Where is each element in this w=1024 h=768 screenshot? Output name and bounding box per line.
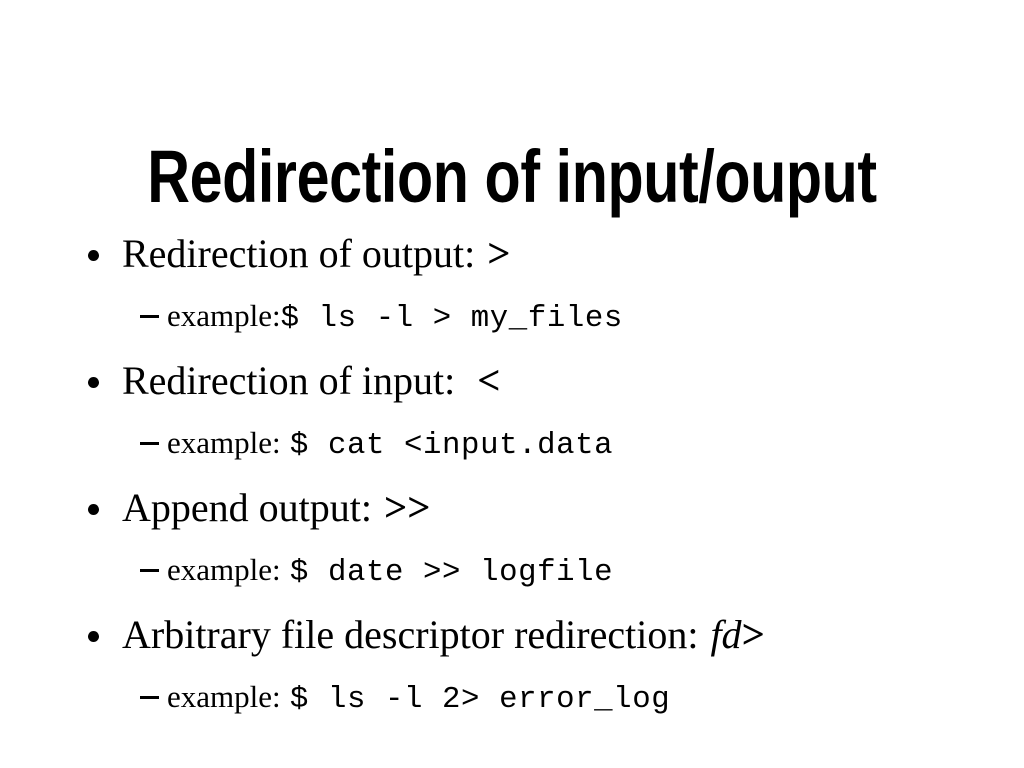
sub-bullet-example-3: example:$ date >> logfile — [0, 539, 1024, 603]
bullet-list: Redirection of output:> example:$ ls -l … — [0, 222, 1024, 730]
sub-bullet-example-2: example:$ cat <input.data — [0, 412, 1024, 476]
bullet-dash-icon — [140, 539, 159, 600]
example-command: $ cat <input.data — [289, 428, 614, 463]
bullet-label: Redirection of input: — [122, 358, 466, 403]
example-label: example: — [167, 298, 281, 333]
sub-bullet-example-4: example:$ ls -l 2> error_log — [0, 666, 1024, 730]
bullet-dash-icon — [140, 285, 159, 346]
bullet-dot-icon — [88, 349, 99, 412]
example-command: $ ls -l 2> error_log — [289, 682, 671, 717]
example-command: $ date >> logfile — [289, 555, 614, 590]
operator-symbol: >> — [383, 485, 431, 530]
operator-symbol: > — [741, 612, 765, 657]
bullet-label: Redirection of output: — [122, 231, 476, 276]
bullet-label: Append output: — [122, 485, 372, 530]
bullet-dash-icon — [140, 666, 159, 727]
bullet-dot-icon — [88, 603, 99, 666]
sub-bullet-example-1: example:$ ls -l > my_files — [0, 285, 1024, 349]
bullet-item-redirection-of-output: Redirection of output:> — [0, 222, 1024, 285]
example-label: example: — [167, 679, 281, 714]
page-title: Redirection of input/ouput — [147, 134, 877, 218]
bullet-dot-icon — [88, 476, 99, 539]
bullet-label: Arbitrary file descriptor redirection: — [122, 612, 699, 657]
fd-italic-label: fd — [710, 612, 742, 657]
bullet-item-redirection-of-input: Redirection of input: < — [0, 349, 1024, 412]
operator-symbol: > — [487, 231, 511, 276]
example-label: example: — [167, 425, 281, 460]
operator-symbol: < — [477, 358, 501, 403]
example-label: example: — [167, 552, 281, 587]
bullet-item-arbitrary-fd-redirection: Arbitrary file descriptor redirection:fd… — [0, 603, 1024, 666]
bullet-dash-icon — [140, 412, 159, 473]
bullet-item-append-output: Append output:>> — [0, 476, 1024, 539]
example-command: $ ls -l > my_files — [280, 301, 623, 336]
bullet-dot-icon — [88, 222, 99, 285]
